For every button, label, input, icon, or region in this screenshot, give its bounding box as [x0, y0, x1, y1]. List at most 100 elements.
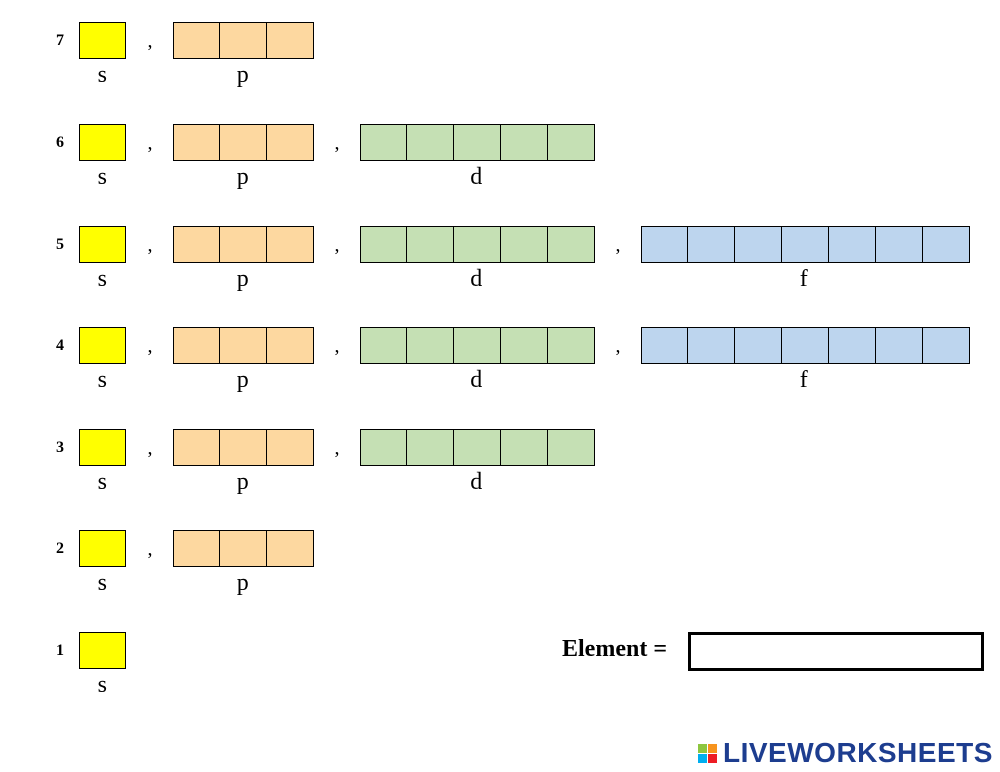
orbital-box[interactable] — [360, 327, 407, 364]
sublevel-label: s — [97, 367, 107, 393]
logo-square-l — [698, 743, 707, 753]
orbital-box[interactable] — [876, 226, 923, 263]
orbital-box[interactable] — [267, 124, 314, 161]
orbital-box[interactable] — [407, 124, 454, 161]
orbital-box[interactable] — [79, 124, 126, 161]
orbital-box[interactable] — [407, 226, 454, 263]
orbital-box[interactable] — [501, 124, 548, 161]
orbital-box[interactable] — [79, 632, 126, 669]
orbital-box[interactable] — [173, 226, 220, 263]
separator-comma: , — [334, 437, 340, 459]
orbital-box[interactable] — [548, 226, 595, 263]
orbital-box[interactable] — [688, 327, 735, 364]
energy-level-number: 6 — [56, 134, 64, 151]
element-answer-input[interactable] — [688, 632, 984, 671]
orbital-box[interactable] — [548, 327, 595, 364]
orbital-box[interactable] — [173, 22, 220, 59]
separator-comma: , — [147, 132, 153, 154]
orbital-box[interactable] — [501, 226, 548, 263]
orbital-box[interactable] — [79, 429, 126, 466]
sublevel-label: p — [236, 469, 249, 495]
energy-level-number: 2 — [56, 540, 64, 557]
sublevel-label: s — [97, 266, 107, 292]
orbital-box[interactable] — [360, 226, 407, 263]
orbital-box[interactable] — [454, 429, 501, 466]
orbital-box[interactable] — [876, 327, 923, 364]
sublevel-label: f — [799, 367, 808, 393]
sublevel-d-boxes — [360, 429, 595, 467]
orbital-box[interactable] — [923, 226, 970, 263]
orbital-box[interactable] — [454, 124, 501, 161]
sublevel-p-boxes — [173, 429, 314, 467]
orbital-box[interactable] — [501, 327, 548, 364]
orbital-box[interactable] — [782, 327, 829, 364]
orbital-box[interactable] — [220, 226, 267, 263]
orbital-box[interactable] — [220, 429, 267, 466]
orbital-box[interactable] — [501, 429, 548, 466]
orbital-box[interactable] — [173, 124, 220, 161]
orbital-box[interactable] — [923, 327, 970, 364]
separator-comma: , — [615, 234, 621, 256]
sublevel-s-boxes — [79, 22, 126, 60]
orbital-box[interactable] — [829, 327, 876, 364]
orbital-box[interactable] — [220, 530, 267, 567]
energy-level-number: 1 — [56, 642, 64, 659]
orbital-box[interactable] — [267, 22, 314, 59]
liveworksheets-brand: LIVEWORKSHEETS — [698, 737, 993, 768]
orbital-box[interactable] — [267, 530, 314, 567]
orbital-box[interactable] — [267, 429, 314, 466]
sublevel-label: s — [97, 469, 107, 495]
sublevel-s-boxes — [79, 530, 126, 568]
orbital-box[interactable] — [641, 327, 688, 364]
orbital-box[interactable] — [173, 429, 220, 466]
logo-square-i — [708, 743, 717, 753]
brand-text: LIVEWORKSHEETS — [723, 737, 993, 768]
orbital-box[interactable] — [735, 226, 782, 263]
sublevel-p-boxes — [173, 530, 314, 568]
logo-square-e — [708, 753, 717, 763]
orbital-box[interactable] — [407, 327, 454, 364]
sublevel-label: d — [470, 164, 483, 190]
sublevel-label: p — [236, 266, 249, 292]
orbital-box[interactable] — [454, 327, 501, 364]
orbital-box[interactable] — [79, 327, 126, 364]
orbital-box[interactable] — [220, 124, 267, 161]
separator-comma: , — [334, 335, 340, 357]
separator-comma: , — [334, 132, 340, 154]
energy-level-number: 5 — [56, 236, 64, 253]
orbital-box[interactable] — [641, 226, 688, 263]
orbital-box[interactable] — [735, 327, 782, 364]
orbital-box[interactable] — [220, 22, 267, 59]
logo-square-v — [698, 753, 707, 763]
orbital-box[interactable] — [220, 327, 267, 364]
energy-level-number: 4 — [56, 337, 64, 354]
sublevel-label: p — [236, 164, 249, 190]
sublevel-label: s — [97, 672, 107, 698]
orbital-box[interactable] — [267, 327, 314, 364]
energy-level-number: 3 — [56, 439, 64, 456]
orbital-box[interactable] — [79, 22, 126, 59]
orbital-box[interactable] — [360, 429, 407, 466]
orbital-box[interactable] — [360, 124, 407, 161]
liveworksheets-logo-icon — [698, 743, 717, 763]
sublevel-d-boxes — [360, 124, 595, 162]
orbital-box[interactable] — [407, 429, 454, 466]
orbital-box[interactable] — [548, 124, 595, 161]
orbital-box[interactable] — [454, 226, 501, 263]
orbital-box[interactable] — [829, 226, 876, 263]
orbital-box[interactable] — [548, 429, 595, 466]
separator-comma: , — [147, 30, 153, 52]
orbital-box[interactable] — [173, 530, 220, 567]
element-label: Element = — [562, 636, 667, 662]
orbital-box[interactable] — [688, 226, 735, 263]
orbital-box[interactable] — [173, 327, 220, 364]
sublevel-p-boxes — [173, 226, 314, 264]
orbital-box[interactable] — [782, 226, 829, 263]
orbital-box[interactable] — [79, 226, 126, 263]
orbital-box[interactable] — [79, 530, 126, 567]
orbital-box[interactable] — [267, 226, 314, 263]
separator-comma: , — [147, 234, 153, 256]
